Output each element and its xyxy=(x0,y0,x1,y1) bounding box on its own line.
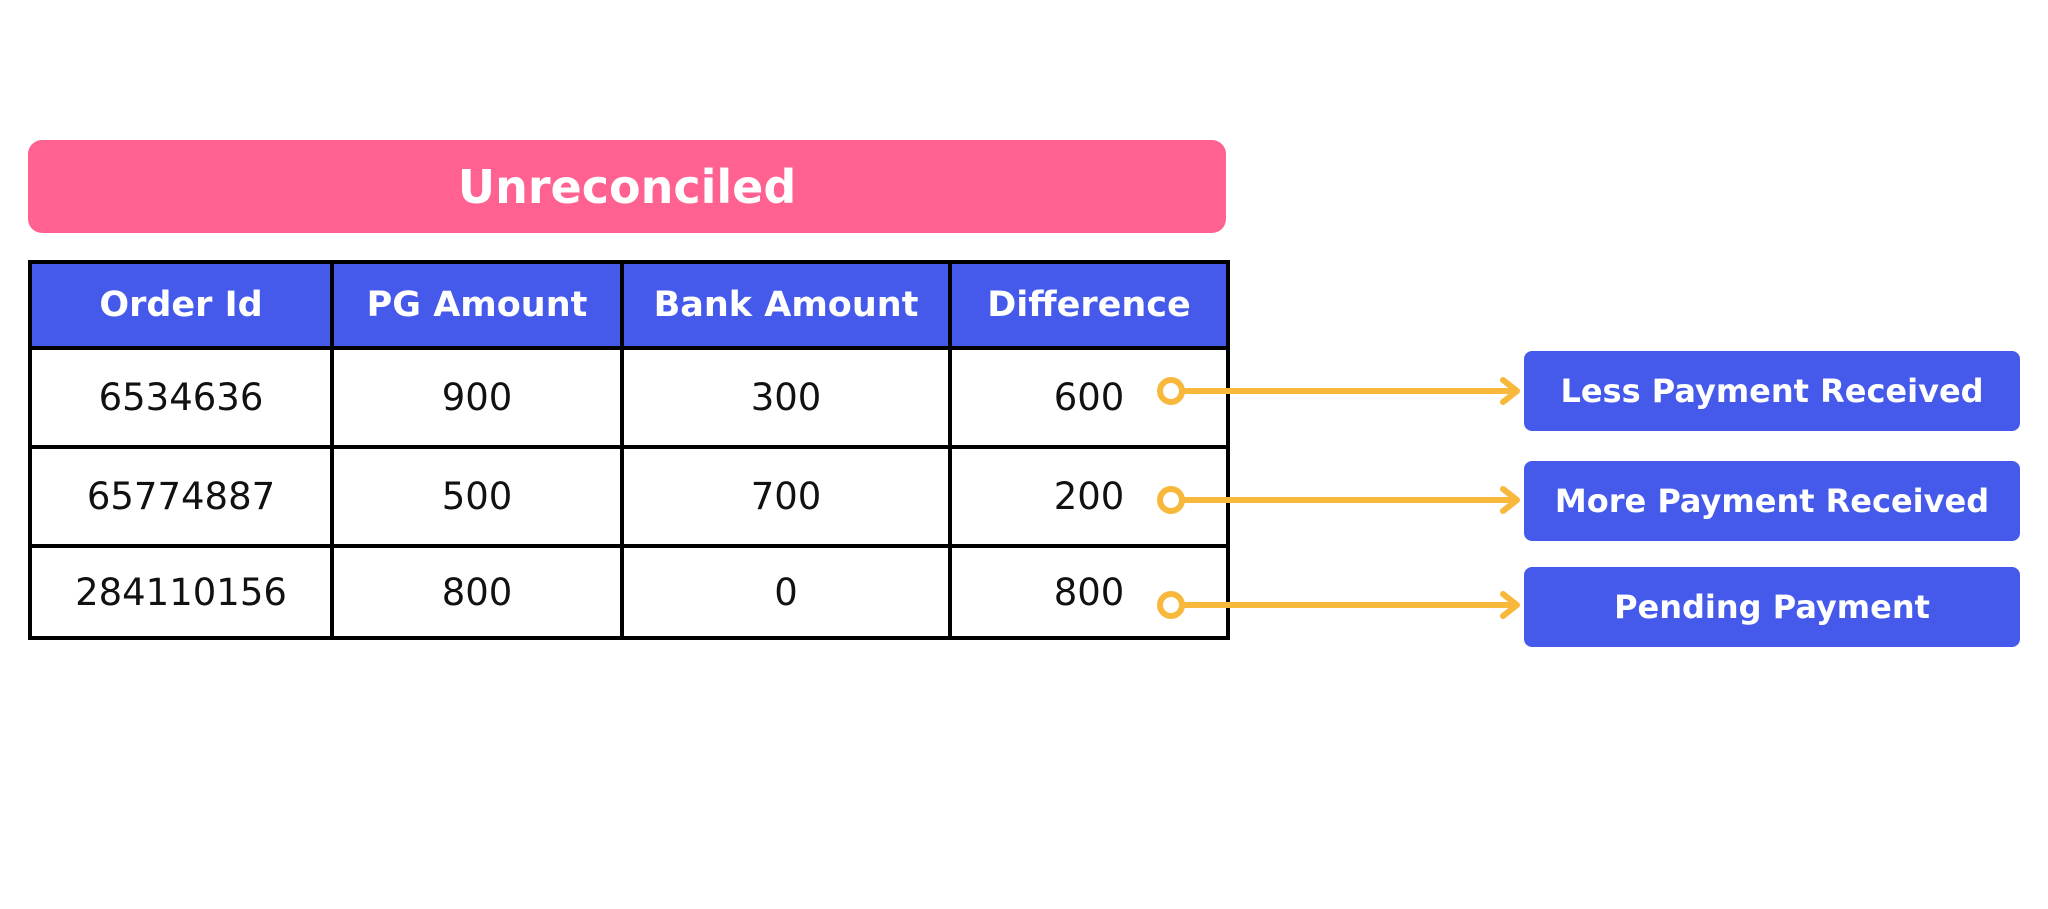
table-header-row: Order Id PG Amount Bank Amount Differenc… xyxy=(28,260,1230,350)
outcome-pending-payment: Pending Payment xyxy=(1524,567,2020,647)
outcome-label: More Payment Received xyxy=(1554,482,1990,520)
order-id-cell: 65774887 xyxy=(28,445,334,548)
title-banner: Unreconciled xyxy=(28,140,1226,233)
outcome-label: Pending Payment xyxy=(1614,588,1930,626)
pg-amount-cell: 900 xyxy=(330,346,624,449)
outcome-label: Less Payment Received xyxy=(1560,372,1984,410)
difference-cell: 200 xyxy=(948,445,1230,548)
pg-amount-cell: 500 xyxy=(330,445,624,548)
outcome-more-payment-received: More Payment Received xyxy=(1524,461,2020,541)
order-id-cell: 6534636 xyxy=(28,346,334,449)
title-text: Unreconciled xyxy=(457,159,797,214)
arrowhead-icon xyxy=(1500,377,1520,405)
column-header-difference: Difference xyxy=(948,260,1230,350)
column-header-pg-amount: PG Amount xyxy=(330,260,624,350)
arrowhead-icon xyxy=(1500,591,1520,619)
table-row: 6534636 900 300 600 xyxy=(28,346,1230,449)
bank-amount-cell: 300 xyxy=(620,346,952,449)
difference-cell: 800 xyxy=(948,544,1230,640)
table-row: 284110156 800 0 800 xyxy=(28,544,1230,640)
outcome-less-payment-received: Less Payment Received xyxy=(1524,351,2020,431)
arrowhead-icon xyxy=(1500,486,1520,514)
difference-cell: 600 xyxy=(948,346,1230,449)
bank-amount-cell: 700 xyxy=(620,445,952,548)
pg-amount-cell: 800 xyxy=(330,544,624,640)
column-header-bank-amount: Bank Amount xyxy=(620,260,952,350)
bank-amount-cell: 0 xyxy=(620,544,952,640)
column-header-order-id: Order Id xyxy=(28,260,334,350)
table-row: 65774887 500 700 200 xyxy=(28,445,1230,548)
reconciliation-table: Order Id PG Amount Bank Amount Differenc… xyxy=(28,260,1230,640)
order-id-cell: 284110156 xyxy=(28,544,334,640)
